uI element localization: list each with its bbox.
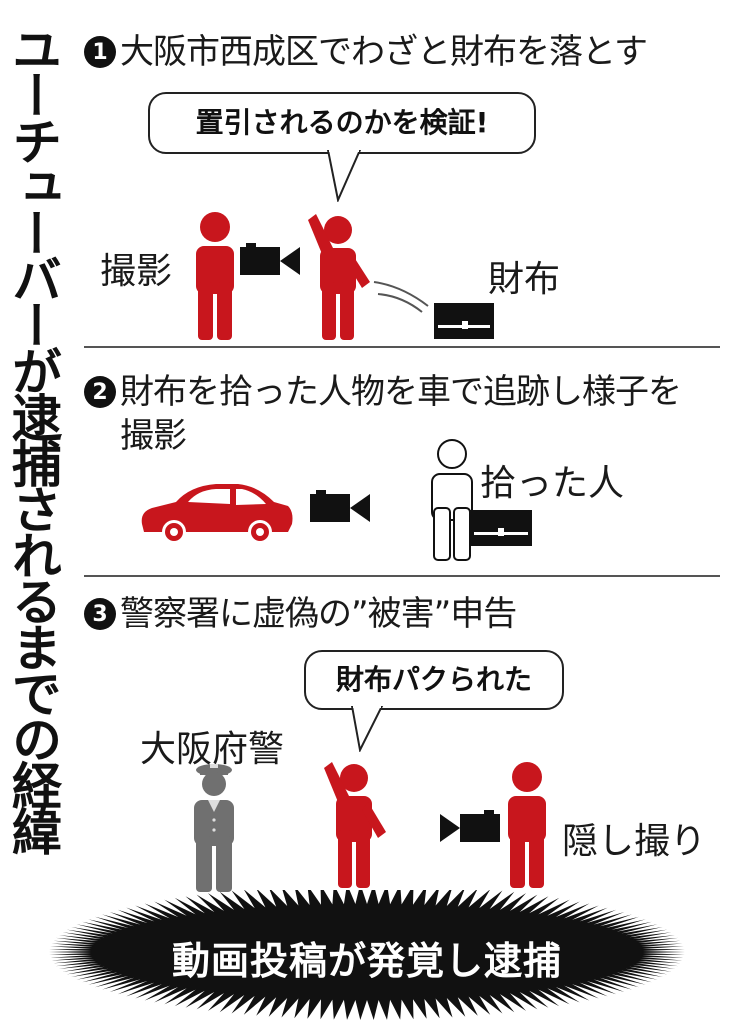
video-camera-icon [440, 810, 500, 842]
step-1-text: 大阪市西成区でわざと財布を落とす [120, 32, 648, 72]
step-1-number: 1 [84, 36, 116, 68]
label-picker: 拾った人 [480, 463, 625, 504]
banner-burst [49, 890, 685, 1020]
person-false-report [324, 762, 386, 888]
wallet-icon [434, 303, 494, 339]
step-2-text: 財布を拾った人物を車で追跡し様子を撮影 [120, 372, 682, 456]
step-3-text: 警察署に虚偽の”被害”申告 [120, 594, 517, 634]
label-hidden-filming: 隠し撮り [562, 821, 707, 862]
label-wallet: 財布 [488, 259, 561, 300]
person-cameraman [196, 212, 234, 340]
step-2-heading: 2 財布を拾った人物を車で追跡し様子を撮影 [84, 370, 708, 458]
section-divider-1 [84, 346, 720, 348]
step-2-number: 2 [84, 376, 116, 408]
section-divider-2 [84, 575, 720, 577]
motion-lines [373, 281, 429, 313]
label-filming: 撮影 [100, 251, 173, 292]
car-icon [141, 484, 293, 544]
label-police: 大阪府警 [140, 729, 285, 770]
police-officer-icon [194, 764, 234, 892]
speech-bubble-verify: 置引されるのかを検証! [148, 92, 536, 154]
bubble-tail-verify [326, 150, 362, 202]
step-3-heading: 3 警察署に虚偽の”被害”申告 [84, 592, 517, 636]
speech-bubble-stolen: 財布パクられた [304, 650, 564, 710]
bubble-tail-stolen [350, 706, 384, 752]
step-1-heading: 1 大阪市西成区でわざと財布を落とす [84, 30, 648, 74]
step-3-number: 3 [84, 598, 116, 630]
wallet-icon [470, 510, 532, 546]
person-hidden-camera [508, 762, 546, 888]
banner-arrest: 動画投稿が発覚し逮捕 [171, 939, 562, 983]
person-dropping-wallet [308, 214, 370, 340]
person-picker [431, 439, 473, 561]
video-camera-icon [240, 243, 300, 275]
vertical-title: ユーチューバーが逮捕されるまでの経緯 [4, 24, 62, 852]
video-camera-icon [310, 490, 370, 522]
